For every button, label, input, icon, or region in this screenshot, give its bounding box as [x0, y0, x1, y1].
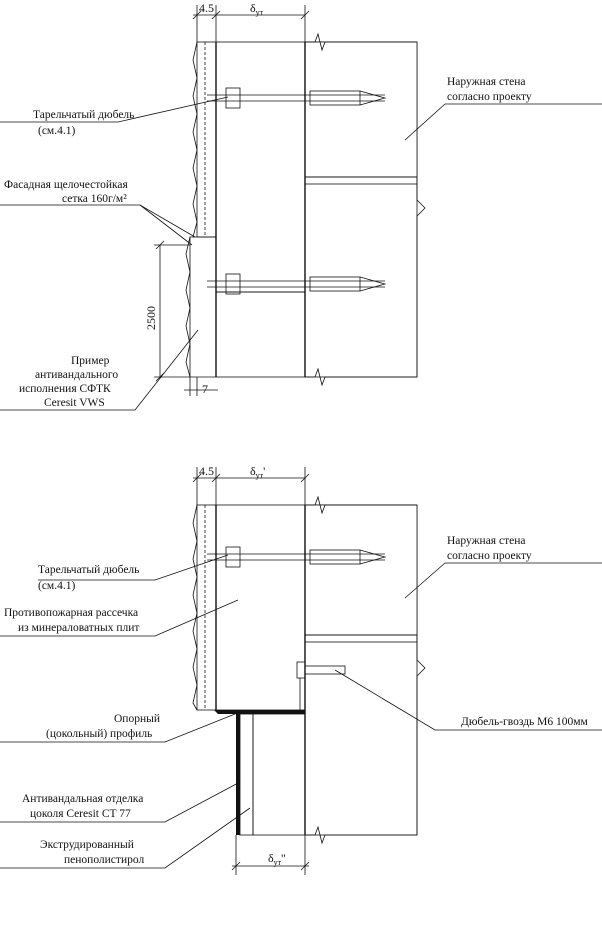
top-label-example-2: антивандального — [35, 369, 118, 381]
bottom-dimension-line: 4.5 δут' — [192, 464, 310, 505]
top-dim-insulation: δут — [250, 1, 264, 17]
bottom-label-profile-2: (цокольный) профиль — [46, 728, 152, 740]
top-height-dimension: 2500 — [144, 240, 190, 382]
bottom-label-dowel: Тарельчатый дюбель — [38, 564, 139, 576]
top-label-wall: Наружная стена — [447, 76, 525, 88]
top-insulation-main — [215, 41, 306, 293]
bottom-dim-insulation: δут' — [250, 464, 265, 480]
top-dim-height: 2500 — [144, 306, 158, 330]
bottom-label-nail: Дюбель-гвоздь М6 100мм — [461, 716, 589, 728]
bottom-label-wall-2: согласно проекту — [447, 550, 532, 562]
bottom-label-wall: Наружная стена — [447, 535, 525, 547]
top-label-dowel-ref: (см.4.1) — [38, 125, 75, 137]
top-floor-slab-line — [304, 176, 418, 185]
bottom-label-xps: Экструдированный — [40, 839, 134, 851]
top-insulation-dense — [215, 291, 306, 378]
bottom-dowel — [207, 546, 387, 568]
bottom-label-firebreak-2: из минераловатных плит — [18, 622, 139, 634]
top-label-wall-2: согласно проекту — [447, 91, 532, 103]
top-plaster-layer — [196, 41, 217, 238]
bottom-plaster-layer — [196, 504, 217, 711]
bottom-insulation-main — [215, 504, 306, 711]
bottom-label-xps-2: пенополистирол — [64, 854, 144, 866]
top-label-dowel: Тарельчатый дюбель — [33, 109, 134, 121]
top-dim-bottom: 7 — [202, 382, 208, 396]
bottom-label-plinth: Антивандальная отделка — [22, 793, 143, 805]
top-dowel-1 — [207, 87, 387, 109]
top-bottom-dimension: 7 — [184, 377, 218, 396]
top-label-example-1: Пример — [71, 355, 110, 367]
top-label-example-3: исполнения СФТК — [19, 383, 111, 395]
bottom-label-firebreak: Противопожарная рассечка — [4, 607, 138, 619]
top-dimension-line: 4.5 δут — [192, 1, 310, 42]
top-label-example-4: Ceresit VWS — [44, 397, 105, 409]
bottom-plinth-dimension: δут'' — [231, 835, 310, 875]
top-dowel-2 — [207, 273, 387, 295]
bottom-dim-plinth: δут'' — [268, 851, 285, 867]
bottom-dim-plaster: 4.5 — [199, 464, 214, 478]
bottom-label-profile: Опорный — [114, 713, 160, 725]
top-antivandal-plaster — [189, 236, 217, 378]
top-label-mesh-2: сетка 160г/м² — [62, 193, 127, 205]
bottom-label-dowel-ref: (см.4.1) — [38, 580, 75, 592]
bottom-xps-insulation — [252, 713, 306, 836]
top-label-mesh: Фасадная щелочестойкая — [4, 179, 129, 191]
bottom-detail: 4.5 δут' — [0, 464, 602, 875]
top-detail: 4.5 δут — [0, 1, 602, 411]
bottom-floor-slab-line — [304, 634, 418, 643]
bottom-plinth-finish — [239, 713, 254, 836]
bottom-support-profile — [214, 710, 305, 714]
bottom-label-plinth-2: цоколя Ceresit CT 77 — [30, 808, 131, 820]
bottom-nail-dowel — [296, 661, 346, 710]
top-dim-plaster: 4.5 — [199, 1, 214, 15]
